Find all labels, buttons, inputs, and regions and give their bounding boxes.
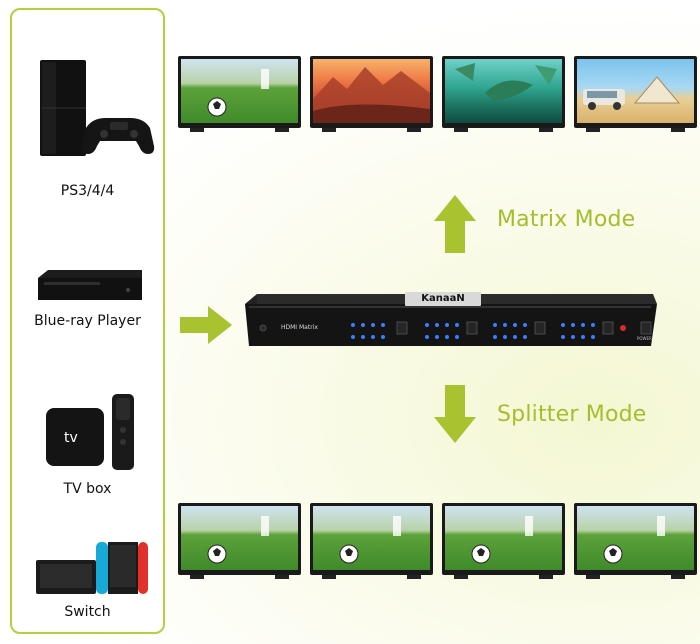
splitter-down-arrow-icon (434, 385, 476, 443)
device-brand-logo: KanaaN (405, 292, 481, 306)
source-label-switch: Switch (64, 604, 111, 620)
tv-box-logo-text: tv (64, 430, 78, 446)
matrix-up-arrow-icon (434, 195, 476, 253)
splitter-display-1 (178, 503, 301, 579)
device-power-label: POWER (637, 336, 652, 341)
input-arrow-icon (180, 306, 232, 344)
hdmi-matrix-device: KanaaN HDMI Matrix POWER (245, 292, 660, 348)
source-label-ps: PS3/4/4 (60, 183, 115, 199)
splitter-display-2 (310, 503, 433, 579)
splitter-display-3 (442, 503, 565, 579)
matrix-display-2 (310, 56, 433, 132)
matrix-display-4 (574, 56, 697, 132)
game-console-icon (38, 58, 158, 168)
bluray-player-icon (34, 268, 146, 306)
splitter-mode-label: Splitter Mode (497, 402, 647, 427)
source-label-tvbox: TV box (63, 481, 112, 497)
matrix-mode-label: Matrix Mode (497, 207, 636, 232)
matrix-display-3 (442, 56, 565, 132)
handheld-console-icon (34, 540, 148, 596)
source-panel: PS3/4/4 Blue-ray Player tv TV box (10, 8, 165, 634)
source-label-bluray: Blue-ray Player (34, 313, 141, 329)
matrix-display-1 (178, 56, 301, 132)
device-model-label: HDMI Matrix (281, 324, 318, 331)
splitter-display-4 (574, 503, 697, 579)
tv-box-icon: tv (44, 390, 144, 474)
